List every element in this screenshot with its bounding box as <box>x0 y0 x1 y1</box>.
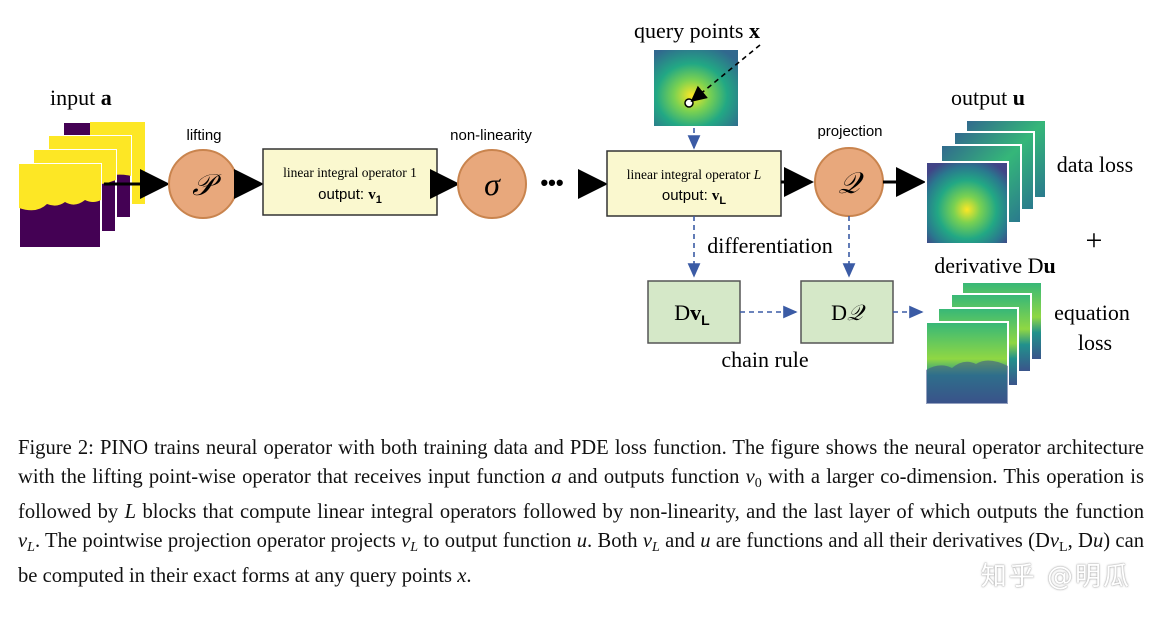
linear-integral-operator-1-block <box>262 148 438 216</box>
differentiation-label-bg <box>696 232 846 258</box>
equation-loss-label-line1: equation <box>1054 300 1130 325</box>
input-function-stack <box>18 121 146 249</box>
figure-caption: Figure 2: PINO trains neural operator wi… <box>18 437 1145 587</box>
nonlinearity-label: non-linearity <box>450 127 532 144</box>
plus-sign: + <box>1086 224 1103 257</box>
data-loss-label: data loss <box>1057 152 1133 177</box>
lifting-label: lifting <box>186 127 221 144</box>
dvl-label: DvL <box>674 300 710 328</box>
query-points-label: query points x <box>634 18 760 43</box>
query-pointer-line <box>690 44 761 103</box>
equation-loss-label-line2: loss <box>1078 330 1112 355</box>
query-points-heatmap <box>654 50 738 126</box>
input-label: input a <box>50 85 112 110</box>
chain-rule-label: chain rule <box>721 347 808 372</box>
sigma-symbol: σ <box>484 166 501 202</box>
derivative-label: derivative Du <box>934 253 1056 278</box>
output-function-stack <box>925 119 1047 245</box>
block1-output: output: v1 <box>318 186 382 206</box>
dvl-block <box>647 280 741 344</box>
dq-block <box>800 280 894 344</box>
watermark: 知乎 @明瓜 <box>980 562 1131 592</box>
pino-architecture-diagram: input a lifting 𝒫 linear integral operat… <box>18 18 1133 405</box>
linear-integral-operator-L-block <box>606 150 782 217</box>
query-point-marker <box>684 98 694 108</box>
derivative-function-stack <box>925 281 1043 405</box>
output-label: output u <box>951 85 1025 110</box>
projection-label: projection <box>817 123 882 140</box>
dq-label: D𝒬 <box>831 300 866 325</box>
block1-title: linear integral operator 1 <box>283 165 417 180</box>
blockL-output: output: vL <box>662 187 727 207</box>
differentiation-label: differentiation <box>707 233 832 258</box>
ellipsis: ••• <box>540 170 563 195</box>
nonlinearity-circle <box>457 149 527 219</box>
blockL-title: linear integral operator L <box>627 167 762 182</box>
